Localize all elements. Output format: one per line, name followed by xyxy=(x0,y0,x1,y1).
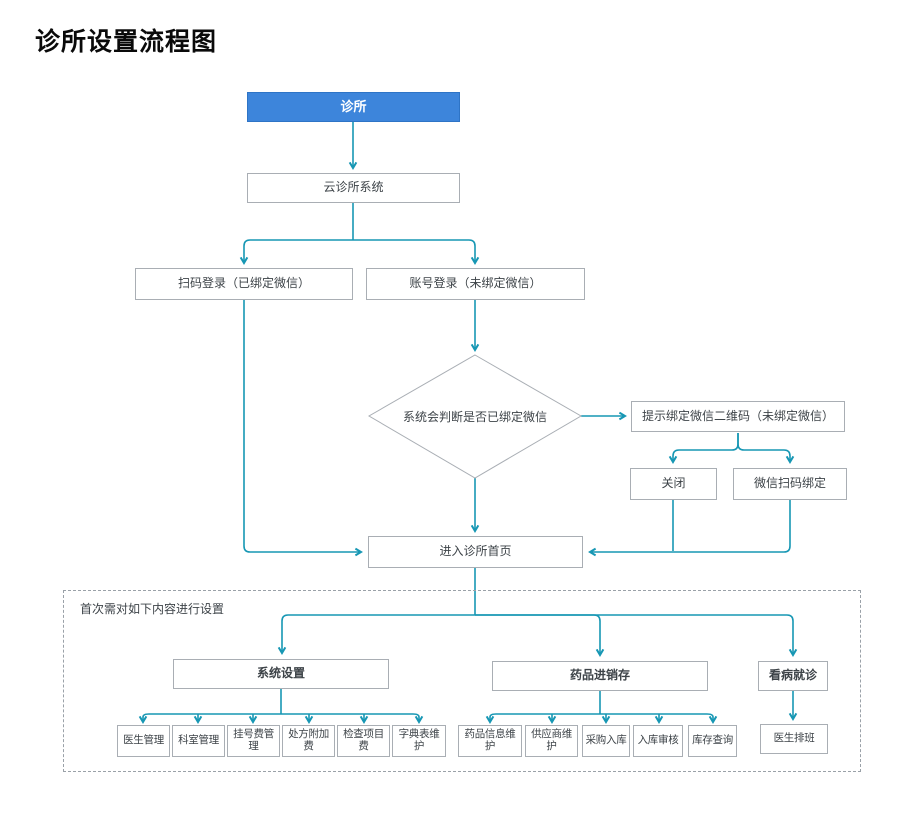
node-inbound-audit: 入库审核 xyxy=(633,725,683,757)
setup-section-label: 首次需对如下内容进行设置 xyxy=(80,602,225,616)
node-cloud-clinic-system: 云诊所系统 xyxy=(247,173,460,203)
node-enter-clinic-homepage: 进入诊所首页 xyxy=(368,536,583,568)
node-supplier-maintenance: 供应商维护 xyxy=(525,725,578,757)
node-system-settings: 系统设置 xyxy=(173,659,389,689)
node-drug-info-maintenance: 药品信息维护 xyxy=(458,725,522,757)
node-decision-check-wechat-bound: 系统会判断是否已绑定微信 xyxy=(402,409,547,424)
node-department-management: 科室管理 xyxy=(172,725,225,757)
node-clinic: 诊所 xyxy=(247,92,460,122)
node-registration-fee-management: 挂号费管理 xyxy=(227,725,280,757)
node-doctor-management: 医生管理 xyxy=(117,725,170,757)
node-qr-bind-prompt: 提示绑定微信二维码（未绑定微信） xyxy=(631,401,845,432)
node-medical-visit: 看病就诊 xyxy=(758,661,828,691)
node-exam-item-fee: 检查项目费 xyxy=(337,725,390,757)
node-account-login: 账号登录（未绑定微信） xyxy=(366,268,585,300)
node-prescription-surcharge: 处方附加费 xyxy=(282,725,335,757)
page-title: 诊所设置流程图 xyxy=(35,28,218,56)
setup-section-container xyxy=(63,590,861,772)
node-doctor-scheduling: 医生排班 xyxy=(760,724,828,754)
node-dictionary-maintenance: 字典表维护 xyxy=(392,725,446,757)
node-purchase-inbound: 采购入库 xyxy=(582,725,630,757)
node-stock-query: 库存查询 xyxy=(688,725,737,757)
node-wechat-scan-bind: 微信扫码绑定 xyxy=(733,468,847,500)
node-drug-inventory: 药品进销存 xyxy=(492,661,708,691)
node-scan-login: 扫码登录（已绑定微信） xyxy=(135,268,353,300)
node-close: 关闭 xyxy=(630,468,717,500)
